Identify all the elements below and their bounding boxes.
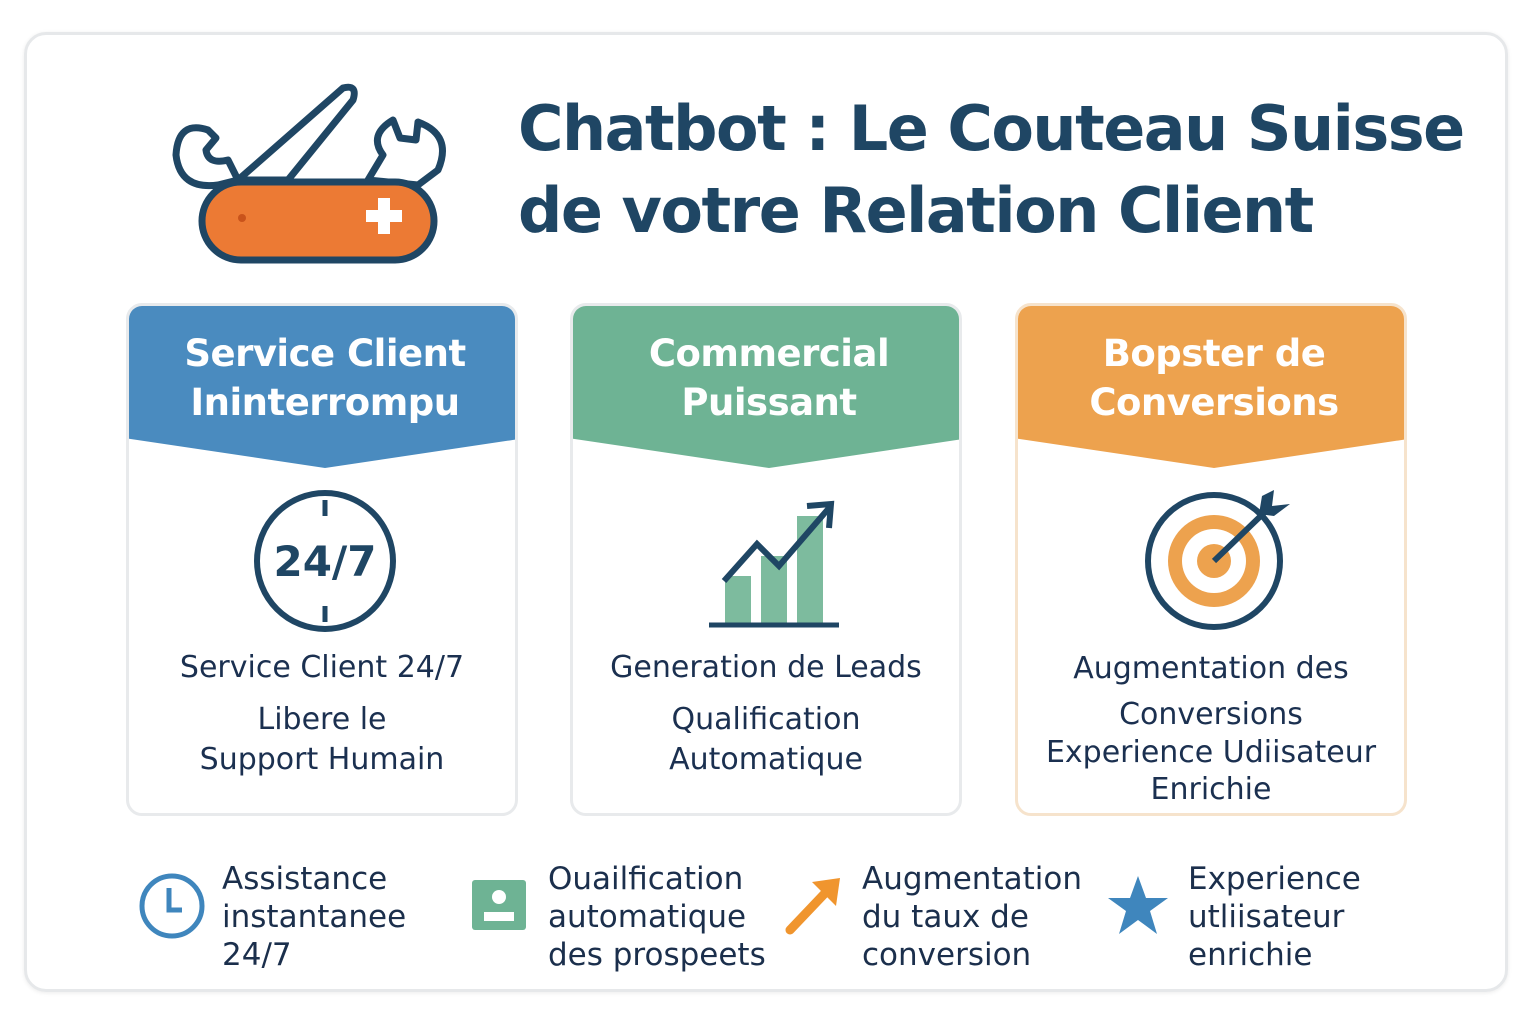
- card-line: Qualification: [671, 702, 861, 737]
- card-line: Automatique: [669, 742, 863, 777]
- feature-line: Ouailfication: [548, 861, 744, 897]
- feature-line: instantanee: [222, 899, 407, 935]
- target-arrow-icon: [1145, 490, 1290, 630]
- swiss-knife-icon: [172, 83, 446, 264]
- card-conversions: Bopster de Conversions Augmentation des C…: [1015, 303, 1407, 816]
- feature-line: enrichie: [1188, 937, 1313, 973]
- icon-text: 24/7: [273, 537, 376, 586]
- feature-line: utliisateur: [1188, 899, 1345, 935]
- id-card-icon: [472, 880, 526, 930]
- card-text: Generation de Leads Qualification Automa…: [573, 648, 959, 780]
- infographic-frame: [24, 32, 1508, 992]
- feature-line: des prospeets: [548, 937, 766, 973]
- title-line-1: Chatbot : Le Couteau Suisse: [518, 92, 1465, 165]
- card-header: Bopster de Conversions: [1018, 306, 1404, 468]
- card-line: Conversions: [1119, 697, 1303, 732]
- card-line: Enrichie: [1150, 772, 1272, 807]
- feature-line: automatique: [548, 899, 747, 935]
- feature-line: Augmentation: [862, 861, 1082, 897]
- feature-line: 24/7: [222, 937, 292, 973]
- card-line: Service Client 24/7: [179, 650, 465, 685]
- feature-line: du taux de: [862, 899, 1029, 935]
- page-title: Chatbot : Le Couteau Suisse de votre Rel…: [518, 88, 1465, 252]
- header-line: Puissant: [681, 381, 857, 424]
- feature-line: Assistance: [222, 861, 388, 897]
- header-line: Bopster de: [1102, 332, 1326, 375]
- header-line: Ininterrompu: [190, 381, 460, 424]
- clock-icon: [139, 873, 205, 939]
- card-line: Libere le: [257, 702, 387, 737]
- header-line: Commercial: [648, 332, 890, 375]
- card-line: Augmentation des: [1073, 651, 1349, 686]
- header-line: Conversions: [1089, 381, 1339, 424]
- title-line-2: de votre Relation Client: [518, 174, 1314, 247]
- clock-24-7-icon: 24/7: [254, 490, 396, 632]
- star-icon: [1108, 876, 1168, 934]
- card-line: Generation de Leads: [610, 650, 922, 685]
- growth-chart-icon: [709, 500, 839, 628]
- card-line: Support Humain: [199, 742, 445, 777]
- card-text: Service Client 24/7 Libere le Support Hu…: [129, 648, 515, 780]
- feature-line: Experience: [1188, 861, 1361, 897]
- header-line: Service Client: [184, 332, 466, 375]
- card-text: Augmentation des Conversions Experience …: [1018, 648, 1404, 808]
- card-line: Experience Udiisateur: [1045, 735, 1377, 770]
- arrow-up-right-icon: [785, 878, 840, 935]
- feature-line: conversion: [862, 937, 1032, 973]
